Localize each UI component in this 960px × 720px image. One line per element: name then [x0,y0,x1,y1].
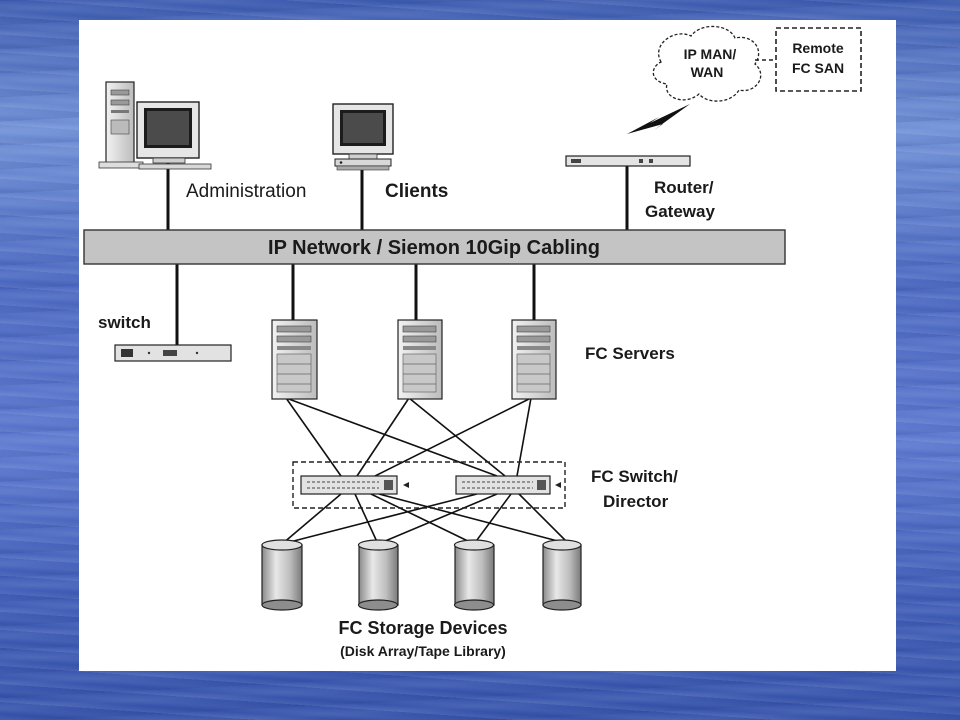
lightning-bolt-icon [627,104,690,134]
network-diagram: Administration Clients Router/ Gateway I… [83,25,862,659]
fc-switch-label-line2: Director [603,492,669,511]
storage-disk-2-icon [357,539,399,611]
cloud-icon [652,25,762,102]
remote-label-line2: FC SAN [792,60,844,76]
fabric-lines [281,397,570,545]
ethernet-switch-icon [114,344,232,362]
storage-subtitle-label: (Disk Array/Tape Library) [340,643,506,659]
storage-title-label: FC Storage Devices [338,618,507,638]
router-label-line2: Gateway [645,202,715,221]
cloud-label-line2: WAN [691,64,724,80]
diagram-panel: Administration Clients Router/ Gateway I… [79,20,896,671]
remote-fc-san-box [775,27,862,92]
storage-disk-3-icon [453,539,495,611]
administration-label: Administration [186,181,306,202]
ip-network-bar [83,229,786,265]
connection-lines [166,160,629,345]
router-icon [565,155,691,167]
fc-server-3-icon [511,319,557,400]
ip-network-label: IP Network / Siemon 10Gip Cabling [268,237,600,259]
storage-disk-4-icon [542,539,582,611]
fc-switch-1-icon [300,475,409,495]
client-workstation-icon [332,103,394,171]
fc-switch-group-box [292,461,566,509]
admin-workstation-icon [98,81,212,170]
fc-server-1-icon [271,319,318,400]
fc-servers-label: FC Servers [585,344,675,363]
fc-server-2-icon [397,319,443,400]
router-label-line1: Router/ [654,178,714,197]
switch-label: switch [98,313,151,332]
storage-disk-1-icon [261,539,303,611]
clients-label: Clients [385,181,448,202]
fc-switch-2-icon [455,475,561,495]
cloud-label-line1: IP MAN/ [684,46,737,62]
fc-switch-label-line1: FC Switch/ [591,467,678,486]
remote-label-line1: Remote [792,40,844,56]
